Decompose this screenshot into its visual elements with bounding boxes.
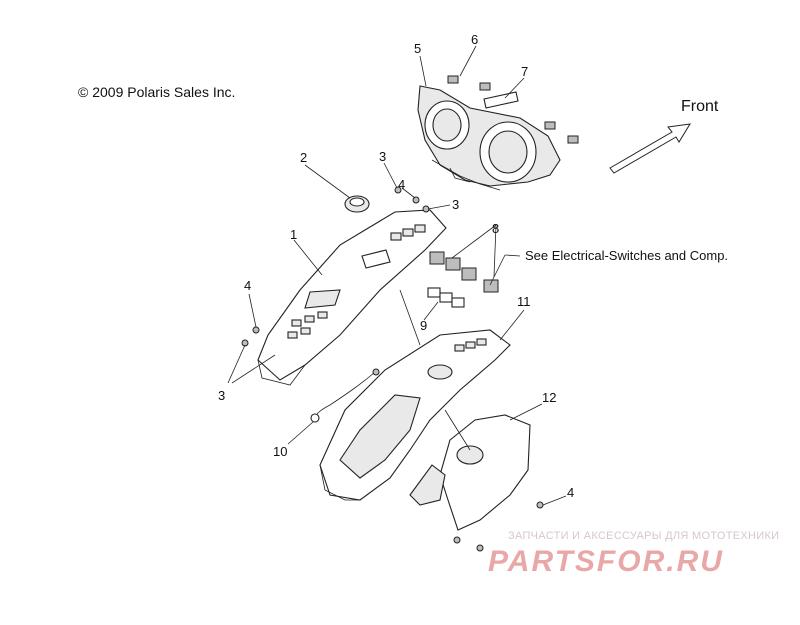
callout-4-top: 4 xyxy=(398,177,405,192)
callout-3-top: 3 xyxy=(379,149,386,164)
callout-11: 11 xyxy=(517,294,531,309)
callout-3-right: 3 xyxy=(452,197,459,212)
part-2-cap xyxy=(344,195,370,213)
callout-4-left: 4 xyxy=(244,278,251,293)
callout-4-bottom: 4 xyxy=(567,485,574,500)
callout-7: 7 xyxy=(521,64,528,79)
callout-12: 12 xyxy=(542,390,556,405)
callout-3-left: 3 xyxy=(218,388,225,403)
front-label: Front xyxy=(681,98,719,115)
part-1-upper-console xyxy=(257,209,447,386)
watermark-brand: PARTSFOR.RU xyxy=(488,545,724,578)
callout-10: 10 xyxy=(273,444,287,459)
part-8-switches xyxy=(429,251,499,293)
callout-8: 8 xyxy=(492,221,499,236)
callout-2: 2 xyxy=(300,150,307,165)
part-5-gauge-housing xyxy=(417,85,561,191)
part-6-clips xyxy=(447,75,579,144)
callout-9: 9 xyxy=(420,318,427,333)
watermark-tagline: ЗАПЧАСТИ И АКСЕССУАРЫ ДЛЯ МОТОТЕХНИКИ xyxy=(508,530,780,542)
fasteners xyxy=(241,186,544,552)
callout-6: 6 xyxy=(471,32,478,47)
copyright-text: © 2009 Polaris Sales Inc. xyxy=(78,84,235,100)
front-arrow xyxy=(609,123,691,174)
part-10-wire xyxy=(310,368,380,423)
part-12-rear-panel xyxy=(409,414,531,531)
callout-5: 5 xyxy=(414,41,421,56)
electrical-note: See Electrical-Switches and Comp. xyxy=(525,248,728,263)
part-11-lower-console xyxy=(319,329,511,501)
callout-1: 1 xyxy=(290,227,297,242)
leader-lines xyxy=(227,45,567,506)
part-9-blanks xyxy=(427,287,465,308)
part-7-plate xyxy=(483,91,519,109)
